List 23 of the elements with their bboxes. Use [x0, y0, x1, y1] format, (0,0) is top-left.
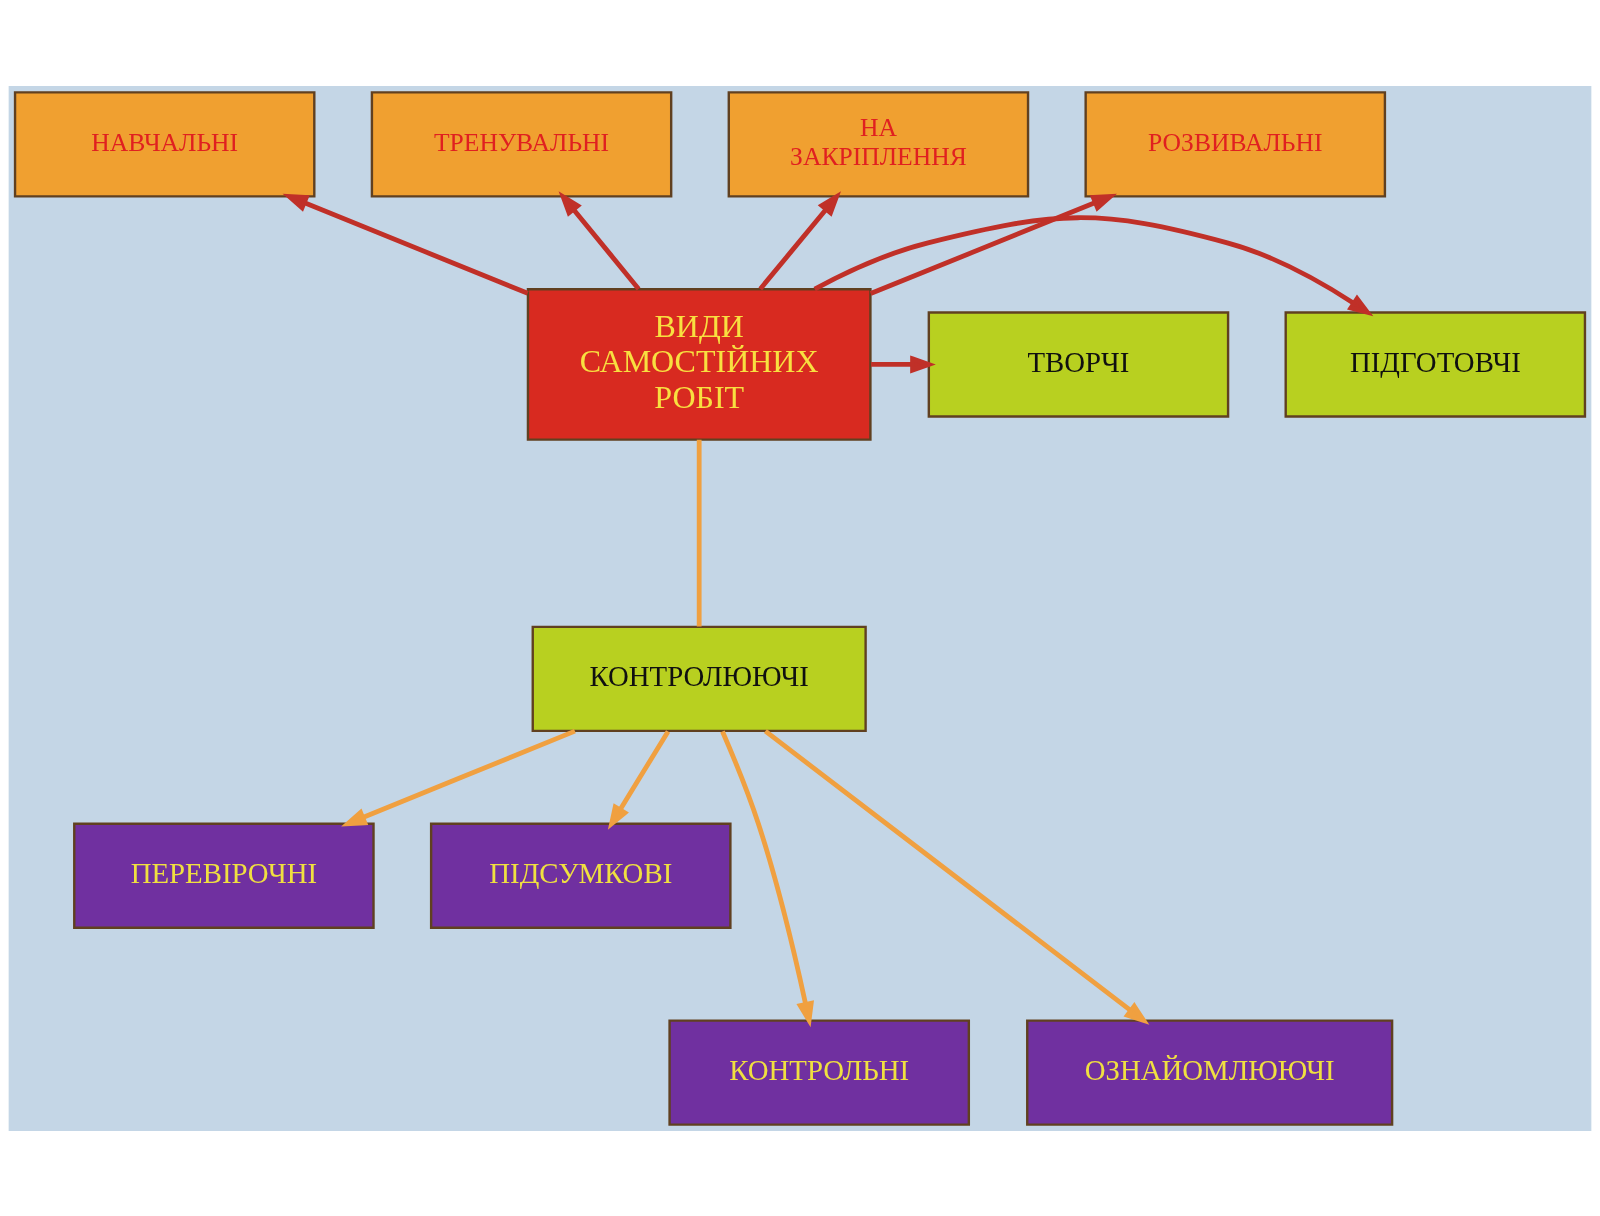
arrow — [763, 728, 1150, 1025]
node-box: ТРЕНУВАЛЬНІ — [370, 90, 673, 198]
node-box: ОЗНАЙОМЛЮЮЧІ — [1026, 1018, 1394, 1126]
node-box: ПЕРЕВІРОЧНІ — [73, 822, 375, 929]
arrow — [282, 193, 529, 295]
arrow — [607, 729, 671, 830]
node-box: ПІДГОТОВЧІ — [1284, 310, 1587, 418]
arrow — [871, 354, 936, 373]
connector — [696, 439, 702, 626]
node-box: КОНТРОЛЮЮЧІ — [531, 625, 867, 732]
node-box: КОНТРОЛЬНІ — [668, 1018, 971, 1126]
node-box: ПІДСУМКОВІ — [429, 822, 732, 929]
arrow — [558, 190, 641, 290]
arrow — [813, 214, 1374, 316]
arrow — [720, 730, 814, 1027]
node-box: НАВЧАЛЬНІ — [13, 90, 316, 198]
node-box: ТВОРЧІ — [927, 310, 1230, 418]
node-box: ВИДИ САМОСТІЙНИХ РОБІТ — [526, 287, 872, 441]
node-box: РОЗВИВАЛЬНІ — [1084, 90, 1387, 198]
node-box: НА ЗАКРІПЛЕННЯ — [727, 90, 1030, 198]
arrow — [758, 190, 841, 290]
arrow — [341, 728, 576, 826]
arrow — [869, 193, 1117, 296]
